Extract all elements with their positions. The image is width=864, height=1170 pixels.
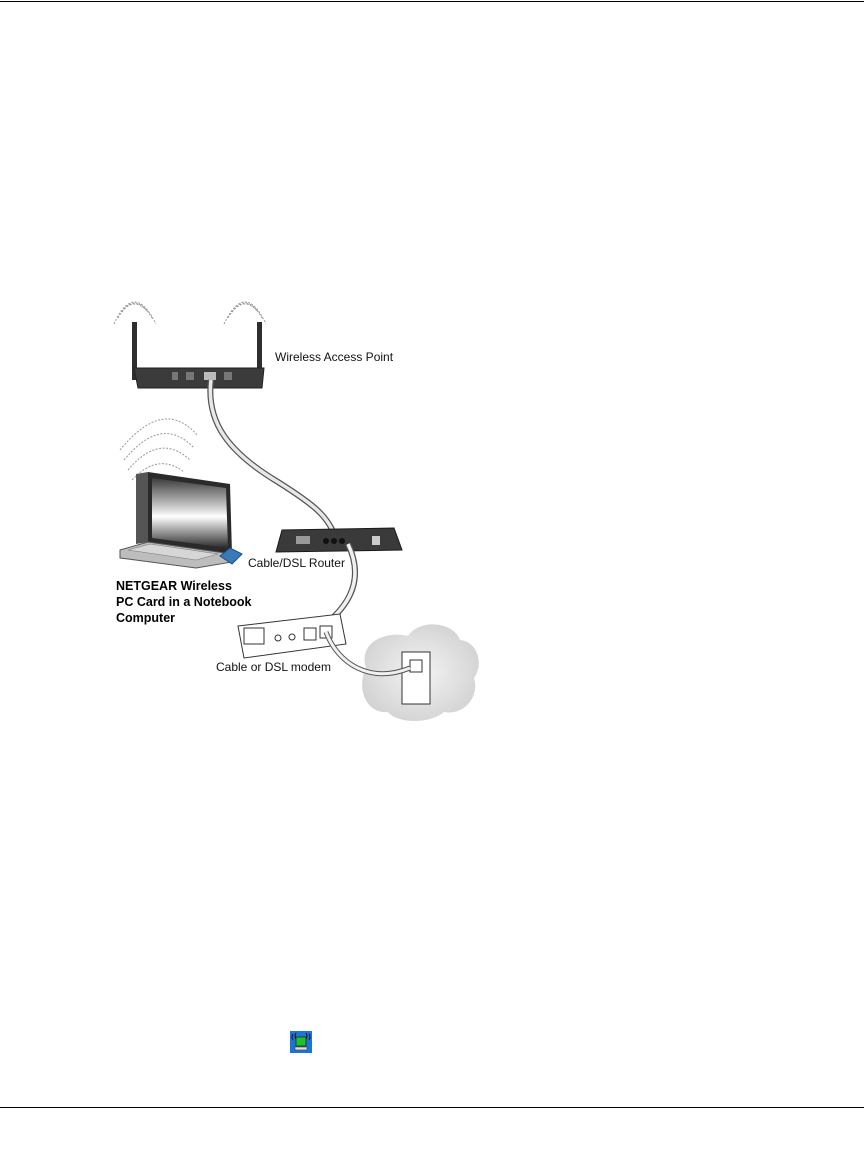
wireless-adapter-tray-icon bbox=[290, 1031, 312, 1053]
access-point-signal-right bbox=[224, 302, 266, 324]
label-notebook-line-2: PC Card in a Notebook bbox=[116, 594, 251, 610]
access-point-body bbox=[134, 368, 264, 388]
label-notebook-line-1: NETGEAR Wireless bbox=[116, 578, 251, 594]
label-modem: Cable or DSL modem bbox=[216, 660, 331, 674]
label-router: Cable/DSL Router bbox=[248, 556, 345, 570]
router-device bbox=[276, 528, 402, 552]
wall-jack-port bbox=[410, 660, 422, 672]
access-point-signal-left bbox=[114, 302, 156, 324]
notebook-signal bbox=[120, 419, 198, 480]
label-notebook: NETGEAR Wireless PC Card in a Notebook C… bbox=[116, 578, 251, 626]
network-diagram: Wireless Access Point Cable/DSL Router C… bbox=[108, 292, 482, 722]
label-access-point: Wireless Access Point bbox=[275, 350, 393, 364]
bottom-rule bbox=[0, 1107, 864, 1108]
label-notebook-line-3: Computer bbox=[116, 610, 251, 626]
top-rule bbox=[0, 1, 864, 2]
access-point-device bbox=[114, 302, 266, 388]
notebook-computer bbox=[120, 419, 242, 568]
